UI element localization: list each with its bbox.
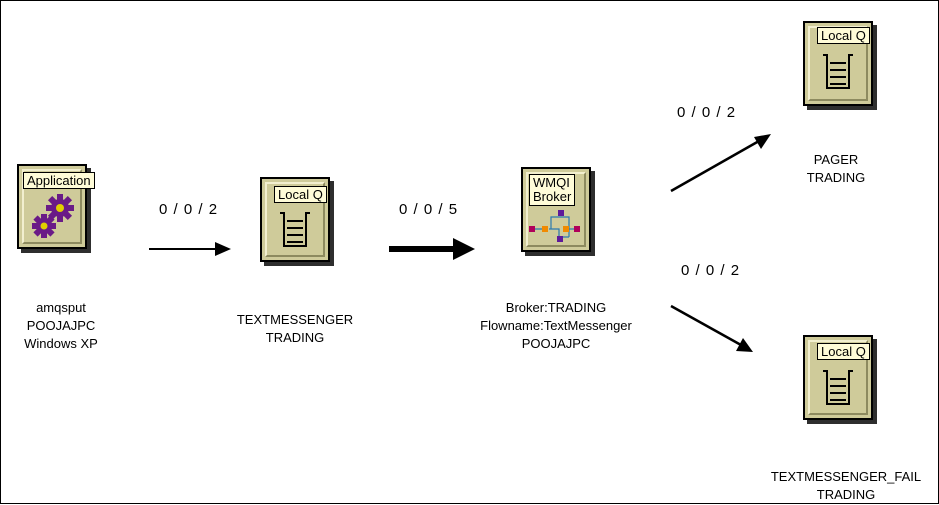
arrow-queue-to-broker: [389, 238, 475, 260]
queue-icon: [823, 54, 853, 89]
broker-title-line: Broker: [533, 189, 572, 204]
broker-node[interactable]: WMQI Broker: [521, 167, 591, 252]
fail-queue-node[interactable]: Local Q: [803, 335, 873, 420]
caption-line: TEXTMESSENGER: [236, 312, 354, 327]
caption-line: Windows XP: [24, 336, 98, 351]
caption-line: POOJAJPC: [521, 336, 591, 351]
caption-line: Broker:TRADING: [505, 300, 607, 315]
caption-line: TRADING: [265, 330, 325, 345]
pager-queue-caption: PAGER TRADING: [781, 151, 891, 187]
caption-line: POOJAJPC: [26, 318, 96, 333]
arrow-broker-to-fail: [670, 304, 753, 352]
application-caption: amqsput POOJAJPC Windows XP: [11, 299, 111, 353]
broker-node-title: WMQI Broker: [529, 174, 576, 206]
caption-line: amqsput: [36, 300, 86, 315]
application-node[interactable]: Application: [17, 164, 95, 249]
edge-count-broker-to-fail: 0 / 0 / 2: [681, 262, 741, 279]
arrow-app-to-queue: [149, 242, 231, 256]
caption-line: TRADING: [816, 487, 876, 502]
pager-queue-node[interactable]: Local Q: [803, 21, 873, 106]
arrow-broker-to-pager: [670, 134, 771, 193]
queue-icon: [280, 212, 310, 247]
queue-node-title: Local Q: [817, 27, 870, 44]
edge-count-broker-to-pager: 0 / 0 / 2: [677, 104, 737, 121]
queue-node-title: Local Q: [274, 186, 327, 203]
queue-icon: [823, 370, 853, 405]
message-flow-icon: [529, 210, 580, 242]
edge-count-app-to-queue: 0 / 0 / 2: [159, 201, 219, 218]
caption-line: TEXTMESSENGER_FAIL: [770, 469, 922, 484]
fail-queue-caption: TEXTMESSENGER_FAIL TRADING: [755, 468, 937, 504]
gears-icon: [32, 194, 74, 238]
textmessenger-queue-caption: TEXTMESSENGER TRADING: [225, 311, 365, 347]
caption-line: TRADING: [806, 170, 866, 185]
textmessenger-queue-node[interactable]: Local Q: [260, 177, 330, 262]
caption-line: Flowname:TextMessenger: [480, 318, 632, 333]
broker-title-line: WMQI: [533, 175, 570, 190]
queue-node-title: Local Q: [817, 343, 870, 360]
broker-caption: Broker:TRADING Flowname:TextMessenger PO…: [471, 299, 641, 353]
edge-count-queue-to-broker: 0 / 0 / 5: [399, 201, 459, 218]
caption-line: PAGER: [813, 152, 859, 167]
application-node-title: Application: [23, 172, 95, 189]
